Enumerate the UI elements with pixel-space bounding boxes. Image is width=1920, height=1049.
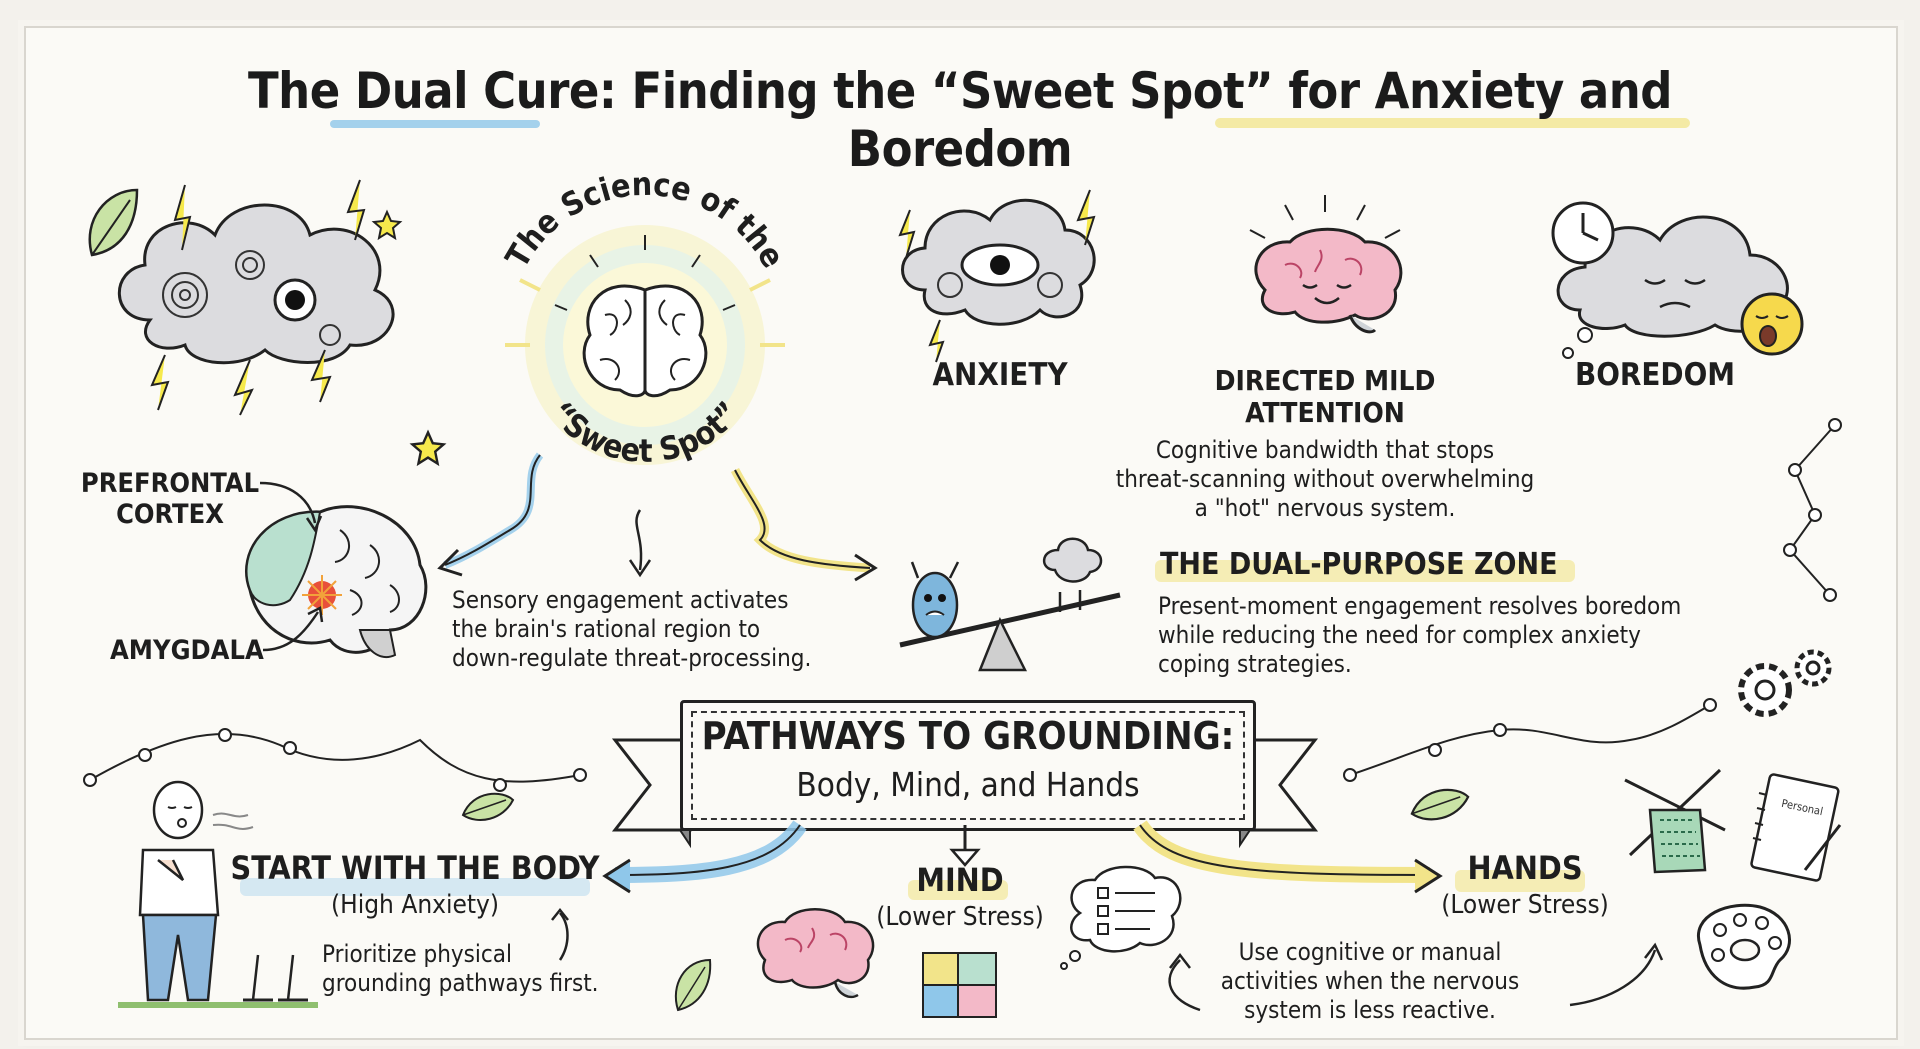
leaf-icon: [88, 188, 139, 257]
sweet-spot-arc-text: The Science of the “Sweet Spot”: [498, 165, 792, 470]
prefrontal-line1: PREFRONTAL: [80, 468, 260, 499]
gears-icon: [1738, 649, 1832, 717]
paint-palette-icon: [1696, 903, 1791, 990]
svg-text:The Science of the: The Science of the: [498, 165, 792, 274]
mind-brain-icon: [756, 908, 875, 999]
leaf-icon: [461, 792, 515, 821]
calm-brain-icon: [1249, 195, 1403, 334]
anxiety-label: ANXIETY: [932, 357, 1068, 393]
pathway-arrows: [602, 820, 1443, 894]
knitting-icon: [1624, 768, 1726, 874]
hands-sub: (Lower Stress): [1441, 890, 1609, 920]
body-line-2: grounding pathways first.: [322, 968, 599, 997]
anxiety-cloud-icon: [117, 179, 395, 416]
sensory-line-2: the brain's rational region to: [452, 614, 761, 643]
mind-heading: MIND: [916, 861, 1004, 899]
title-highlight-blue: [330, 120, 540, 128]
prefrontal-line2: CORTEX: [116, 499, 224, 531]
dual-zone-highlight: [1155, 560, 1575, 582]
sweet-spot-arrows: [437, 452, 878, 582]
vine-right-decoration: [1343, 698, 1717, 782]
journal-icon: Personal: [1750, 773, 1842, 882]
anxiety-eye-cloud-icon: [898, 189, 1096, 363]
bandwidth-line-2: threat-scanning without overwhelming: [1115, 464, 1535, 493]
hands-heading: HANDS: [1467, 849, 1583, 887]
mind-sub: (Lower Stress): [876, 902, 1044, 932]
banner-subtitle: Body, Mind, and Hands: [796, 765, 1140, 804]
puzzle-icon: [922, 952, 997, 1018]
curved-arrows-bottom: [1168, 942, 1664, 1012]
hands-line-3: system is less reactive.: [1244, 995, 1496, 1024]
sweet-spot-title-line1: The Science of the: [498, 165, 792, 274]
yawn-emoji-icon: [1740, 292, 1804, 356]
mind-highlight: [908, 880, 1008, 900]
amygdala-label: AMYGDALA: [110, 635, 264, 666]
sensory-line-3: down-regulate threat-processing.: [452, 643, 812, 672]
star-icon: [409, 429, 447, 467]
hands-text: Use cognitive or manual activities when …: [1190, 938, 1550, 1024]
checklist-icon: [1060, 865, 1182, 970]
hands-line-1: Use cognitive or manual: [1238, 938, 1502, 966]
body-curved-arrow: [551, 907, 569, 961]
bandwidth-text: Cognitive bandwidth that stops threat-sc…: [1085, 436, 1565, 522]
dual-zone-line-3: coping strategies.: [1158, 649, 1352, 678]
body-heading: START WITH THE BODY: [230, 849, 600, 887]
person-breathing-icon: [118, 780, 318, 1008]
body-text: Prioritize physical grounding pathways f…: [322, 940, 642, 998]
prefrontal-arrow: [259, 481, 323, 533]
prefrontal-label: PREFRONTAL CORTEX: [75, 468, 265, 530]
directed-attention-line1: DIRECTED MILD: [1214, 364, 1436, 397]
pathways-banner: PATHWAYS TO GROUNDING: Body, Mind, and H…: [680, 700, 1256, 831]
dual-zone-heading: THE DUAL-PURPOSE ZONE: [1160, 547, 1558, 582]
vine-left-decoration: [83, 728, 587, 792]
sensory-line-1: Sensory engagement activates: [452, 586, 789, 614]
body-line-1: Prioritize physical: [322, 940, 513, 968]
page-title: The Dual Cure: Finding the “Sweet Spot” …: [247, 62, 1673, 178]
amygdala-arrow: [262, 606, 324, 652]
body-sub: (High Anxiety): [330, 890, 500, 920]
sweet-spot-brain-icon: [505, 225, 785, 465]
leaf-icon: [674, 958, 712, 1012]
dual-zone-text: Present-moment engagement resolves bored…: [1158, 592, 1718, 678]
banner-title: PATHWAYS TO GROUNDING:: [701, 714, 1235, 758]
star-icon: [371, 209, 403, 241]
directed-attention-line2: ATTENTION: [1245, 396, 1405, 430]
seesaw-icon: [899, 537, 1121, 672]
bandwidth-line-3: a "hot" nervous system.: [1194, 493, 1456, 522]
hands-highlight: [1455, 870, 1585, 892]
hands-line-2: activities when the nervous: [1220, 966, 1520, 995]
clock-icon: [1551, 201, 1615, 265]
banner-inner-border: [691, 711, 1245, 820]
boredom-label: BOREDOM: [1574, 357, 1736, 393]
leaf-icon: [1410, 788, 1470, 821]
body-heading-highlight: [240, 878, 590, 896]
sensory-text: Sensory engagement activates the brain's…: [452, 586, 882, 672]
bandwidth-line-1: Cognitive bandwidth that stops: [1155, 436, 1495, 464]
dotted-path-decoration: [1783, 418, 1842, 602]
directed-attention-label: DIRECTED MILD ATTENTION: [1185, 364, 1465, 430]
dual-zone-line-2: while reducing the need for complex anxi…: [1158, 620, 1641, 649]
dual-zone-line-1: Present-moment engagement resolves bored…: [1158, 592, 1682, 620]
title-highlight-yellow: [1215, 118, 1690, 128]
brain-diagram-icon: [245, 505, 428, 658]
